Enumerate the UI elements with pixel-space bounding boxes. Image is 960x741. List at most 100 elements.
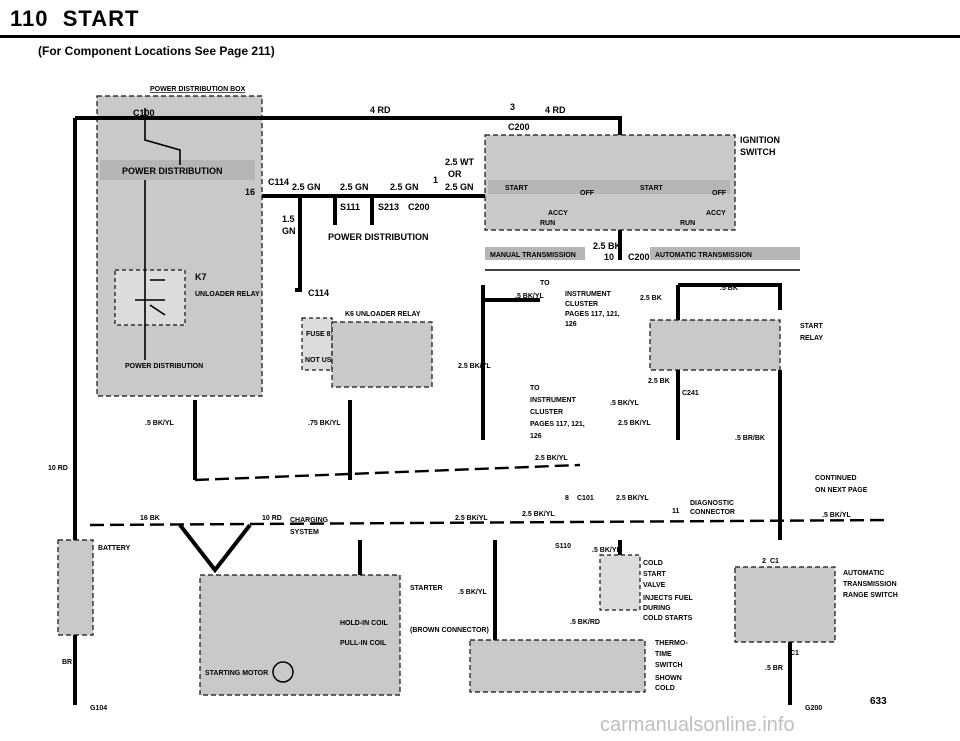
wire-n1: 1 [433,175,438,185]
wire-bkyl25a: 2.5 BK/YL [458,363,491,370]
ign-pos-run2: RUN [680,220,695,227]
g104-label: G104 [90,705,107,712]
header-rule [0,35,960,38]
power-dist3-label: POWER DISTRIBUTION [328,232,429,242]
wire-n10: 10 [604,252,614,262]
charging-2: SYSTEM [290,529,319,536]
not-used-label: NOT USED [305,357,341,364]
power-dist-label: POWER DISTRIBUTION [122,166,223,176]
instr1-l1: TO [540,280,550,287]
wire-gn1: 2.5 GN [292,182,321,192]
motor-symbol [272,661,294,683]
instr1-l5: 126 [565,321,577,328]
k7-label: K7 [195,272,207,282]
instr2-l1: TO [530,385,540,392]
hold-coil-label: HOLD-IN COIL [340,620,389,627]
wire-bk25: 2.5 BK [593,241,622,251]
wire-4rd-b: 4 RD [545,105,566,115]
wire-gn4: 2.5 GN [445,182,474,192]
continued-2: ON NEXT PAGE [815,487,868,494]
wire-bkyl5: .5 BK/YL [145,420,175,427]
wire-bkyl25d: 2.5 BK/YL [616,495,649,502]
wire-brbk: .5 BR/BK [735,435,765,442]
k7-name: UNLOADER RELAY [195,291,260,298]
wire-bk25b: 2.5 BK [640,295,662,302]
wire-bkyl5b: .5 BK/YL [515,293,545,300]
wire-gn15b: GN [282,226,296,236]
wire-bkyl5e: .5 BK/YL [458,589,488,596]
wire-bk5: .5 BK [720,285,738,292]
c200c-label: C200 [628,252,650,262]
wire-bkyl5d: .5 BK/YL [822,512,852,519]
ign-pos-accy: ACCY [548,210,568,217]
page-title: 110 START [10,6,140,31]
atrs-3: RANGE SWITCH [843,592,898,599]
pull-coil-label: PULL-IN COIL [340,640,387,647]
page-number: 633 [870,696,887,707]
instr2-l2: INSTRUMENT [530,397,577,404]
charging-1: CHARGING [290,517,329,524]
wire-rd10: 10 RD [48,465,68,472]
csv-1: COLD [643,560,663,567]
s111-label: S111 [340,202,360,212]
instr1-l4: PAGES 117, 121, [565,311,620,318]
atrs-1: AUTOMATIC [843,570,884,577]
c114-label: C114 [268,177,289,187]
thermo-1: THERMO- [655,640,688,647]
wire-bkyl5f: .5 BK/YL [592,547,622,554]
wire-rd10b: 10 RD [262,515,282,522]
wire-bkyl25c: 2.5 BK/YL [535,455,568,462]
wire-n8: 8 [565,495,569,502]
wire-bkrd: .5 BK/RD [570,619,600,626]
g200-label: G200 [805,705,822,712]
instr2-l5: 126 [530,433,542,440]
wire-n3: 3 [510,102,515,112]
power-dist2-label: POWER DISTRIBUTION [125,363,203,370]
csv-2: START [643,571,667,578]
csv-note-1: INJECTS FUEL [643,595,694,602]
instr1-l3: CLUSTER [565,301,598,308]
power-distribution-box [96,95,263,397]
wire-bkyl5c: .5 BK/YL [610,400,640,407]
power-box-label: POWER DISTRIBUTION BOX [150,86,246,93]
fuse-label: FUSE 8 [306,331,331,338]
ign-pos-off: OFF [580,190,595,197]
wire-br: BR [62,659,72,666]
wire-or: OR [448,169,462,179]
battery-label: BATTERY [98,545,131,552]
csv-note-2: DURING [643,605,671,612]
ign-label-1: IGNITION [740,135,780,145]
wire-n11: 11 [672,508,680,515]
wire-bkyl25f: 2.5 BK/YL [455,515,488,522]
wire-gn15: 1.5 [282,214,295,224]
c100-label: C100 [133,108,155,118]
c101-label: C101 [577,495,594,502]
thermo-note-2: COLD [655,685,675,692]
wire-bkyl25b: 2.5 BK/YL [618,420,651,427]
diag-1: DIAGNOSTIC [690,500,734,507]
start-relay-1: START [800,323,824,330]
n16-label: 16 [245,187,255,197]
ign-pos-accy2: ACCY [706,210,726,217]
continued-1: CONTINUED [815,475,857,482]
c1-label: C1 [770,558,779,565]
watermark: carmanualsonline.info [600,714,795,736]
c241-label: C241 [682,390,699,397]
csv-note-3: COLD STARTS [643,615,693,622]
c200-label: C200 [508,122,530,132]
s110-label: S110 [555,543,571,550]
instr1-l2: INSTRUMENT [565,291,612,298]
ign-pos-run: RUN [540,220,555,227]
wire-gn2: 2.5 GN [340,182,369,192]
diag-2: CONNECTOR [690,509,735,516]
k6-label: K6 UNLOADER RELAY [345,311,421,318]
manual-trans-label: MANUAL TRANSMISSION [490,252,576,259]
ign-label-2: SWITCH [740,147,776,157]
starting-motor-label: STARTING MOTOR [205,670,268,677]
c1b-label: C1 [790,650,799,657]
wire-bk16: 16 BK [140,515,160,522]
ign-pos-start2: START [640,185,664,192]
s213-label: S213 [378,202,399,212]
thermo-note-1: SHOWN [655,675,682,682]
